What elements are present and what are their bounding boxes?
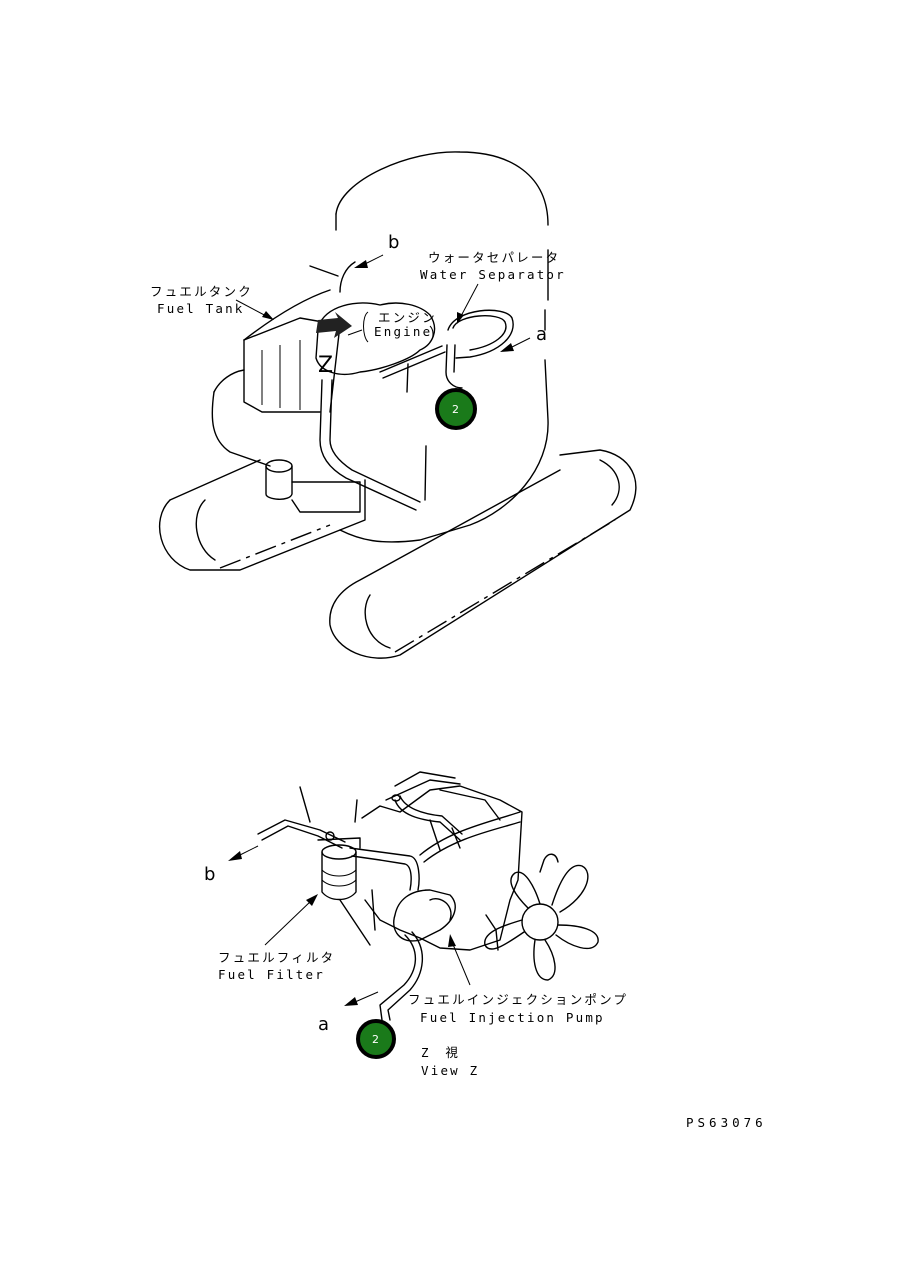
fan-illustration: [484, 853, 599, 981]
b-top-pipe: [309, 261, 356, 293]
bottom-labels: b フュエルフィルタ Fuel Filter フュエルインジェクションポンプ F…: [204, 845, 628, 1078]
a-bottom-leader: [354, 991, 379, 1003]
engine-label-jp: エンジン: [378, 310, 437, 325]
marker-a-bottom: a: [318, 1014, 329, 1035]
engine-leader: [347, 329, 363, 336]
injection-pump-leader: [451, 941, 471, 986]
fuel-tank-arrowhead: [262, 311, 274, 320]
engine-label-en: Engine: [374, 324, 432, 339]
badge-bottom: 2: [356, 1019, 396, 1059]
drawing-number: PS63076: [686, 1115, 767, 1130]
fuel-filter-arrowhead: [306, 894, 318, 906]
view-z-label-en: View Z: [421, 1063, 479, 1078]
injection-pump-label-jp: フュエルインジェクションポンプ: [408, 992, 628, 1007]
water-separator-label-jp: ウォータセパレータ: [428, 250, 560, 265]
engine-illustration: [257, 771, 599, 1021]
injection-pump-arrowhead: [448, 934, 456, 947]
marker-a-top: a: [536, 324, 547, 345]
top-labels: フュエルタンク Fuel Tank ウォータセパレータ Water Separa…: [150, 232, 566, 430]
marker-b-bottom: b: [204, 864, 215, 885]
b-bottom-arrowhead: [228, 851, 242, 861]
badge-top: 2: [435, 388, 477, 430]
a-top-leader: [509, 337, 531, 349]
excavator-illustration: [158, 151, 637, 659]
water-separator-arrowhead: [457, 312, 464, 324]
b-bottom-leader: [237, 845, 259, 857]
badge-bottom-number: 2: [372, 1033, 379, 1046]
fuel-tank-label-jp: フュエルタンク: [150, 284, 253, 299]
badge-bottom-circle: [356, 1019, 396, 1059]
water-separator-label-en: Water Separator: [420, 267, 566, 282]
fuel-filter-leader: [264, 899, 313, 946]
z-marker: Z: [318, 353, 333, 378]
a-top-arrowhead: [500, 343, 514, 352]
water-separator-leader: [459, 283, 479, 319]
fuel-tank-label-en: Fuel Tank: [157, 301, 245, 316]
marker-b-top: b: [388, 232, 399, 253]
engine-bracket: [363, 311, 434, 343]
fuel-filter-label-en: Fuel Filter: [218, 967, 325, 982]
a-bottom-arrowhead: [344, 997, 358, 1006]
b-top-leader: [364, 254, 384, 265]
b-top-arrowhead: [354, 260, 368, 268]
badge-top-circle: [435, 388, 477, 430]
fuel-filter-label-jp: フュエルフィルタ: [218, 950, 335, 965]
view-z-label-jp: Z 視: [421, 1045, 460, 1060]
badge-top-number: 2: [452, 403, 459, 416]
injection-pump-label-en: Fuel Injection Pump: [420, 1010, 605, 1025]
